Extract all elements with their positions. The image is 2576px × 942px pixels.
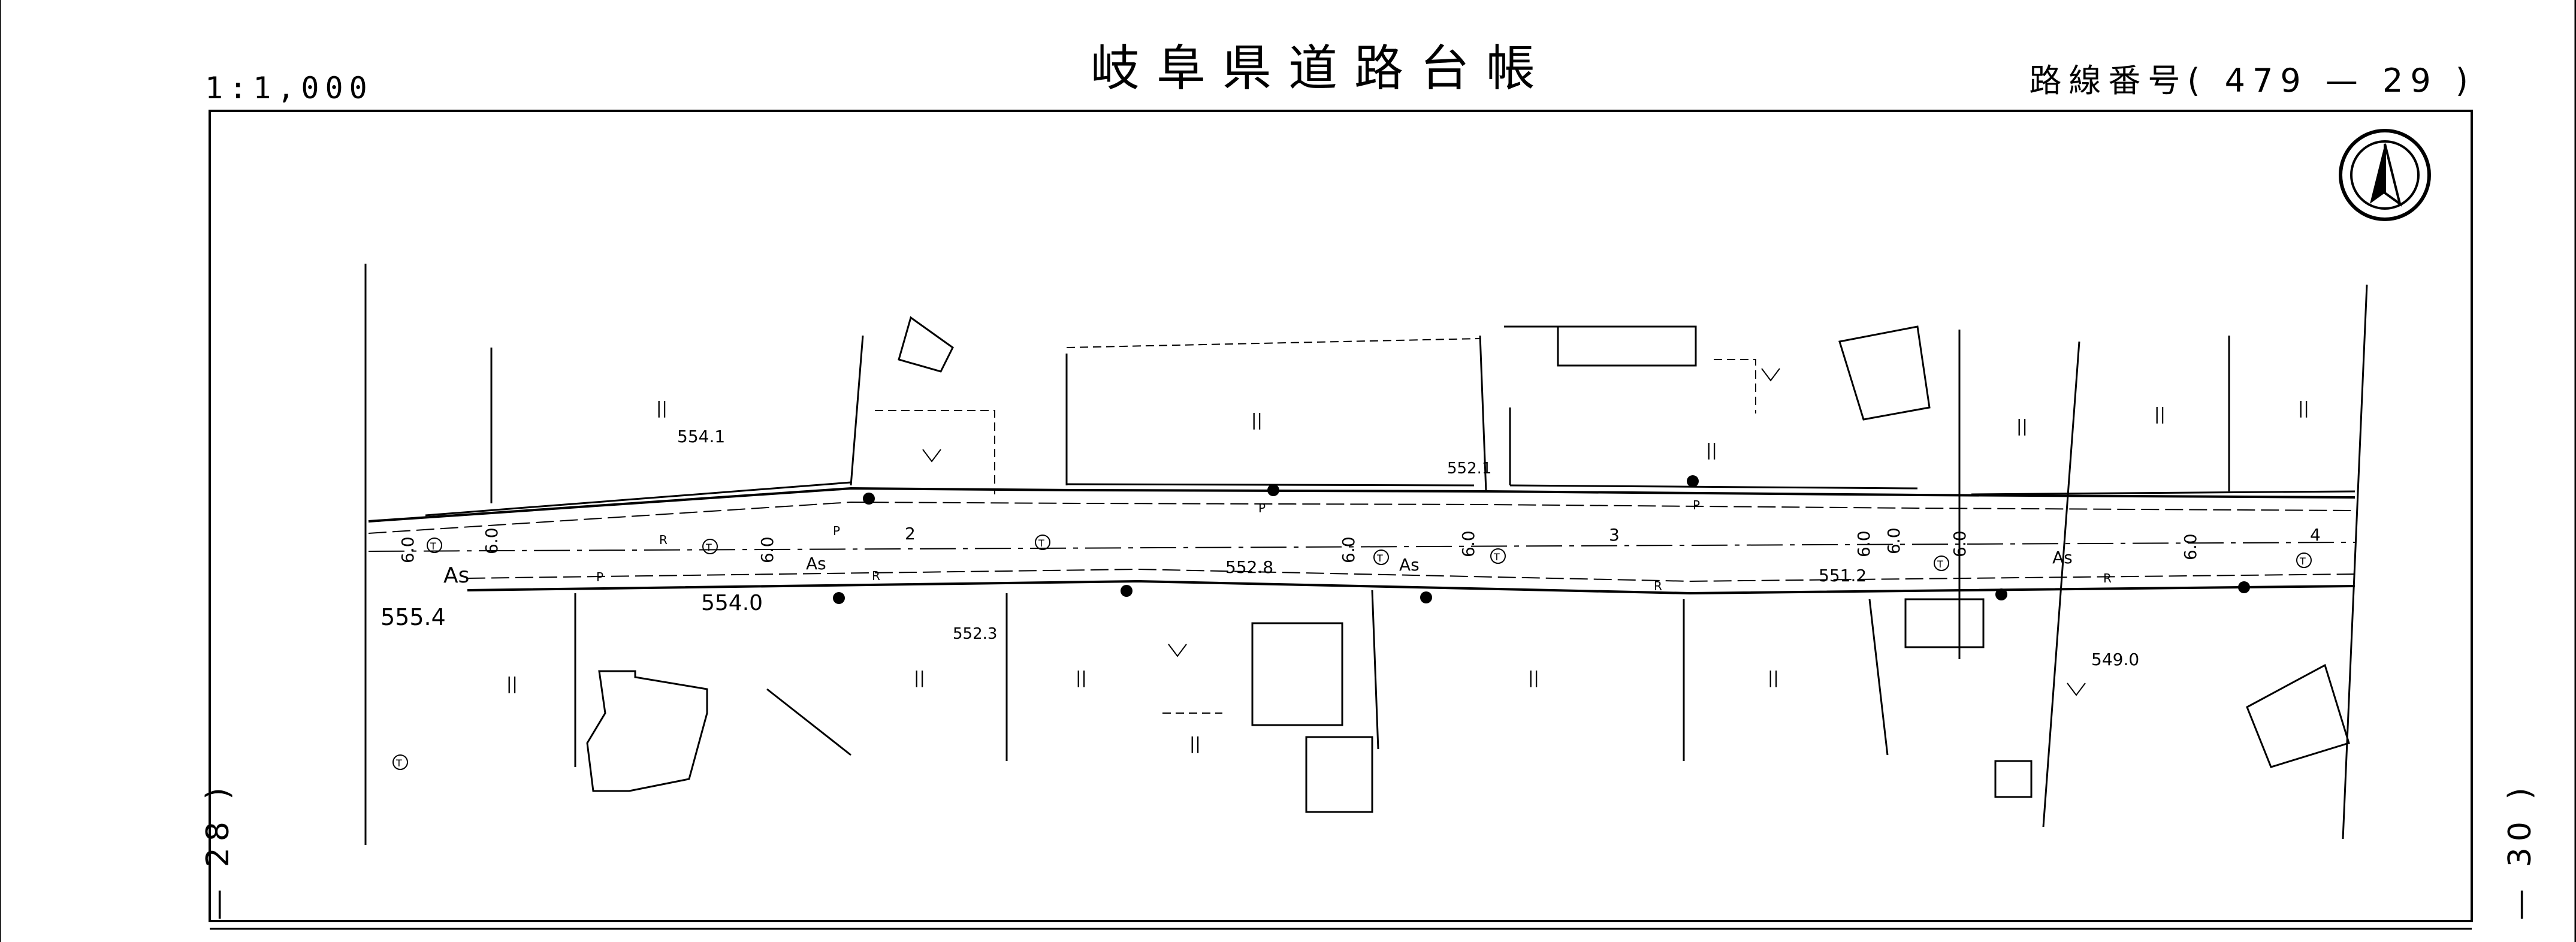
svg-text:T: T xyxy=(1937,558,1943,570)
svg-text:||: || xyxy=(506,674,518,693)
elevation-label: 551.2 xyxy=(1819,566,1867,585)
svg-text:T: T xyxy=(2299,555,2306,567)
svg-text:R: R xyxy=(1654,579,1662,593)
lot-lines xyxy=(875,338,1756,714)
svg-text:T: T xyxy=(1493,551,1500,563)
road-width-label: 6.0 xyxy=(1339,536,1358,563)
svg-text:||: || xyxy=(1528,668,1539,687)
road-edges xyxy=(368,487,2355,595)
svg-text:T: T xyxy=(1038,538,1044,549)
surface-label: As xyxy=(1399,555,1420,575)
svg-text:||: || xyxy=(2016,416,2028,436)
svg-text:||: || xyxy=(1768,668,1779,687)
svg-text:||: || xyxy=(2154,404,2166,424)
svg-text:||: || xyxy=(1189,733,1201,753)
retaining-walls xyxy=(425,335,2355,767)
road-width-label: 6.0 xyxy=(482,527,502,554)
road-width-label: 6.0 xyxy=(1458,530,1478,557)
road-width-label: 6.0 xyxy=(1854,530,1874,557)
svg-text:P: P xyxy=(1693,498,1700,512)
elevation-label: 552.3 xyxy=(953,625,997,643)
road-width-label: 6.0 xyxy=(1884,527,1904,554)
svg-text:P: P xyxy=(1258,501,1266,515)
svg-text:R: R xyxy=(872,569,880,583)
station-number: 2 xyxy=(905,524,916,544)
svg-text:T: T xyxy=(430,541,436,552)
surface-label: As xyxy=(2052,548,2073,567)
svg-text:||: || xyxy=(1251,410,1263,430)
buildings xyxy=(586,316,2350,813)
svg-text:||: || xyxy=(2298,398,2309,418)
vegetation-marks xyxy=(922,368,2086,696)
elevation-label: 552.1 xyxy=(1447,460,1491,478)
svg-text:||: || xyxy=(914,668,925,687)
station-number: 4 xyxy=(2310,525,2321,545)
surface-label: As xyxy=(443,563,469,588)
north-arrow-icon xyxy=(2339,129,2431,221)
road-symbols: P P P P R R R R T T T T T T T T xyxy=(392,498,2312,770)
route-close: ) xyxy=(2455,62,2475,99)
utility-poles xyxy=(833,475,2250,604)
svg-text:P: P xyxy=(596,570,603,584)
svg-text:R: R xyxy=(659,533,668,547)
elevation-label: 555.4 xyxy=(380,604,446,630)
road-width-label: 6.0 xyxy=(1950,530,1970,557)
road-width-label: 6.0 xyxy=(757,536,777,563)
elevation-label: 549.0 xyxy=(2091,650,2139,669)
svg-text:||: || xyxy=(656,398,668,418)
scale-label: 1:1,000 xyxy=(205,71,373,105)
svg-text:T: T xyxy=(395,757,402,769)
elevation-label: 552.8 xyxy=(1225,557,1273,577)
route-prefix: 路線番号( xyxy=(2029,62,2207,99)
route-number: 479 — 29 xyxy=(2224,62,2438,99)
elevation-label: 554.1 xyxy=(677,427,725,446)
utility-lines xyxy=(766,330,2080,828)
surface-label: As xyxy=(806,554,826,573)
svg-text:||: || xyxy=(1706,440,1717,460)
svg-text:T: T xyxy=(1376,552,1383,564)
parcel-markers: || || || || || || || || || || || || xyxy=(506,398,2309,753)
svg-text:R: R xyxy=(2103,571,2112,585)
road-width-label: 6.0 xyxy=(398,536,418,563)
sheet-title: 岐阜県道路台帳 xyxy=(1091,40,1553,97)
station-number: 3 xyxy=(1609,525,1620,545)
svg-text:P: P xyxy=(833,524,840,538)
map-frame xyxy=(209,110,2473,922)
road-width-label: 6.0 xyxy=(2181,533,2200,560)
svg-text:||: || xyxy=(1076,668,1087,687)
svg-text:T: T xyxy=(705,542,712,553)
route-number-label: 路線番号( 479 — 29 ) xyxy=(2029,65,2475,97)
elevation-label: 554.0 xyxy=(701,591,763,615)
map-limit-right xyxy=(2342,284,2368,840)
